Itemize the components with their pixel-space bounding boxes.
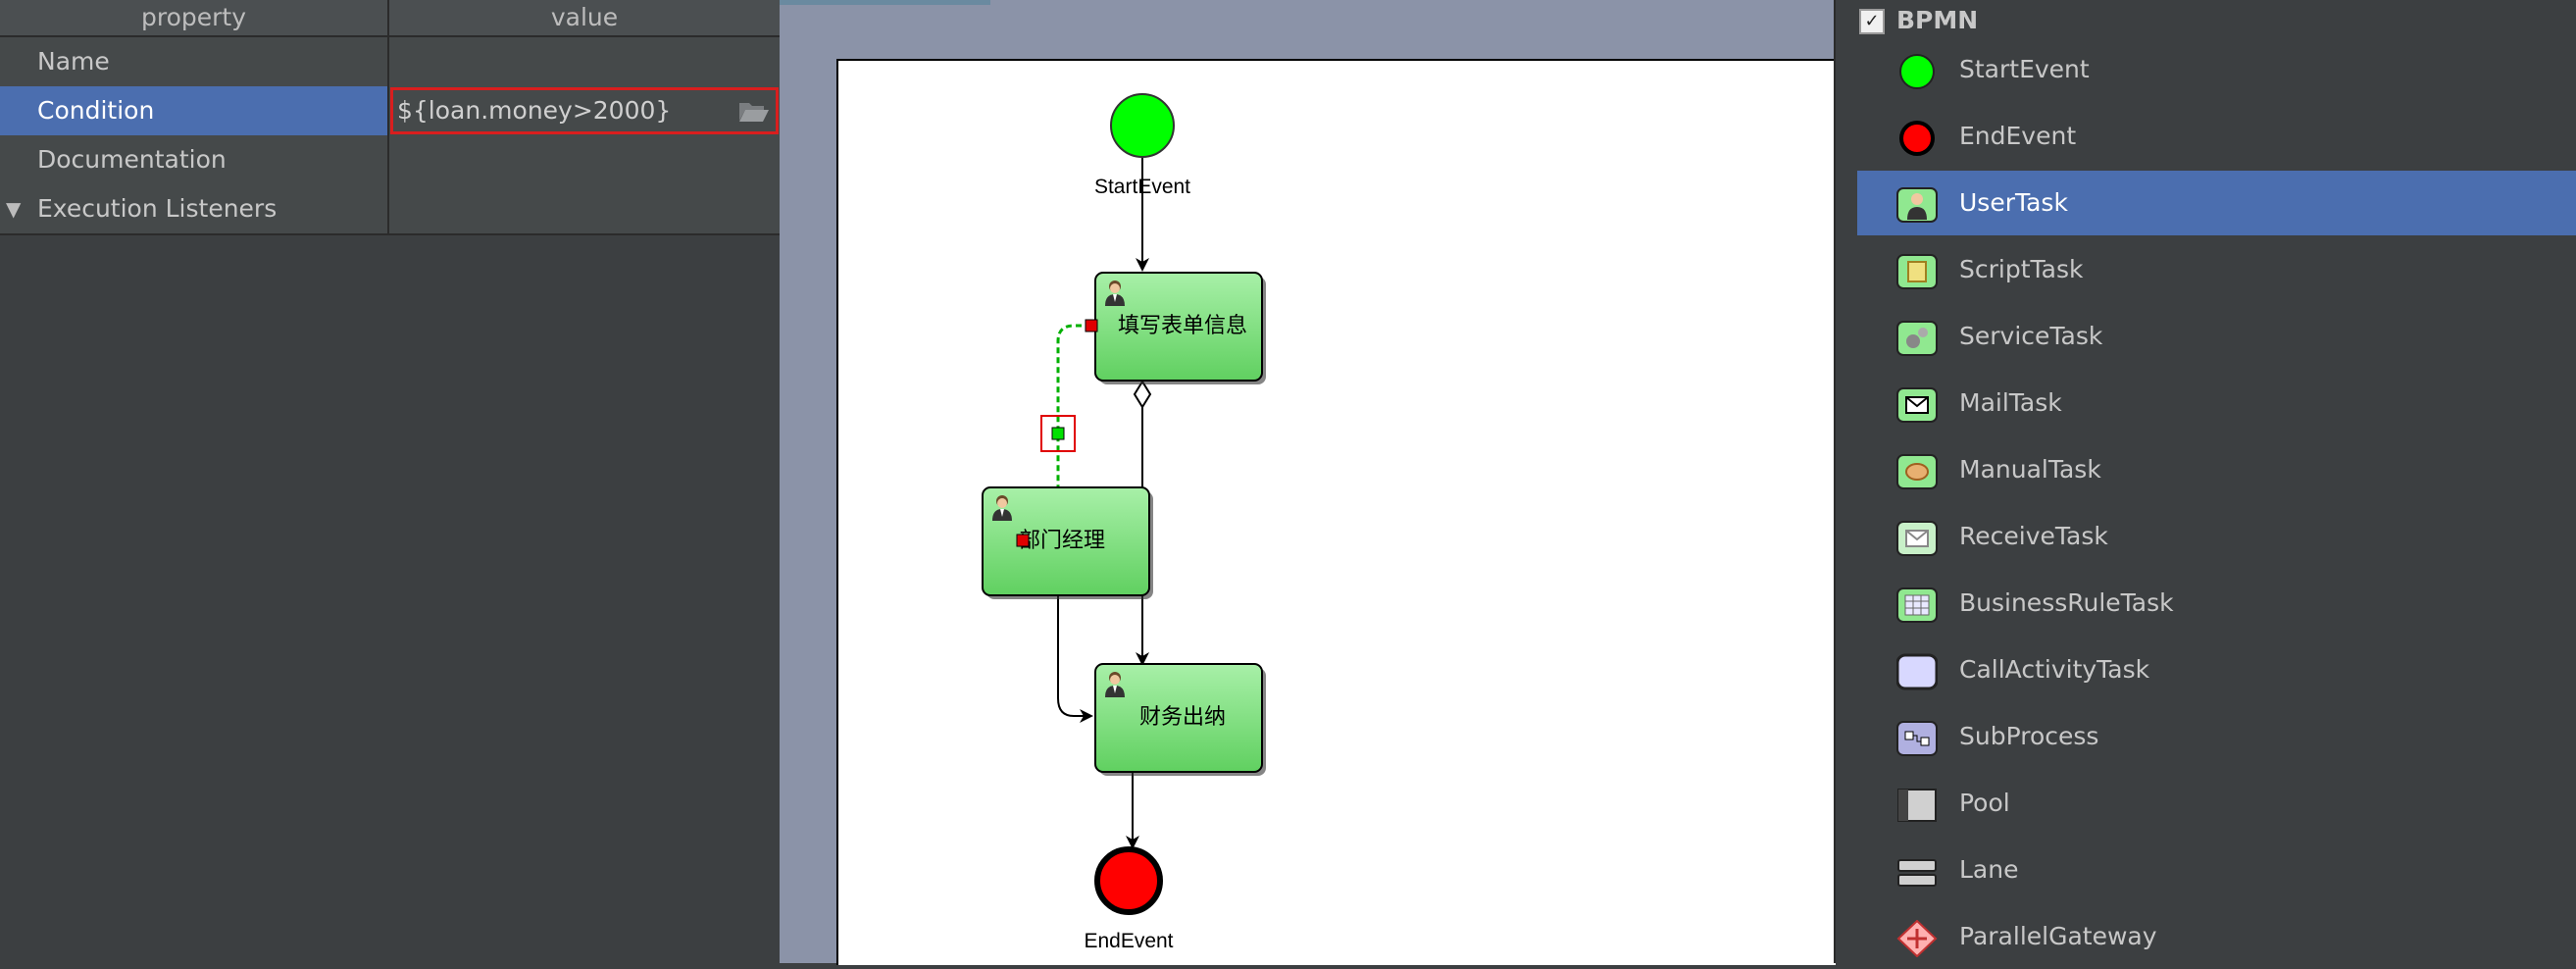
bpmn-diagram[interactable]: StartEvent 填写表单信息 部门经理 财务出纳 — [838, 61, 1836, 965]
bpmn-palette: ✓ BPMN StartEvent EndEvent UserTask Scrip… — [1834, 0, 2576, 963]
properties-header: property value — [0, 0, 780, 37]
user-task-manager[interactable]: 部门经理 — [982, 486, 1153, 599]
receive-task-icon — [1896, 521, 1938, 556]
property-key-label: Execution Listeners — [37, 194, 278, 223]
property-key: Condition — [0, 86, 389, 135]
palette-item-start-event[interactable]: StartEvent — [1857, 37, 2576, 102]
mail-task-icon — [1896, 387, 1938, 423]
palette-item-mail-task[interactable]: MailTask — [1857, 371, 2576, 435]
property-value[interactable] — [389, 37, 780, 86]
subprocess-icon — [1896, 721, 1938, 756]
property-row-condition[interactable]: Condition ${loan.money>2000} — [0, 86, 780, 137]
end-event-label: EndEvent — [1084, 930, 1173, 952]
palette-item-parallel-gateway[interactable]: ParallelGateway — [1857, 904, 2576, 969]
flow-target-handle[interactable] — [1016, 534, 1030, 547]
expand-triangle-icon[interactable]: ▼ — [6, 197, 22, 221]
property-key: Name — [0, 37, 389, 86]
palette-item-end-event[interactable]: EndEvent — [1857, 104, 2576, 169]
property-row-documentation[interactable]: Documentation — [0, 135, 780, 186]
property-key: Documentation — [0, 135, 389, 184]
palette-item-manual-task[interactable]: ManualTask — [1857, 437, 2576, 502]
flow-source-handle[interactable] — [1085, 319, 1098, 332]
palette-item-label: StartEvent — [1959, 55, 2090, 83]
call-activity-icon — [1896, 653, 1938, 690]
palette-item-label: SubProcess — [1959, 722, 2099, 750]
palette-item-label: ParallelGateway — [1959, 922, 2157, 950]
user-task-form[interactable]: 填写表单信息 — [1094, 272, 1266, 384]
flow-midpoint-handle[interactable] — [1051, 427, 1065, 440]
palette-item-label: ScriptTask — [1959, 255, 2084, 283]
palette-item-label: Pool — [1959, 789, 2010, 817]
start-event-icon — [1899, 54, 1935, 89]
palette-item-label: BusinessRuleTask — [1959, 588, 2174, 617]
palette-item-label: ServiceTask — [1959, 322, 2103, 350]
lane-icon — [1897, 859, 1937, 887]
condition-value-field[interactable]: ${loan.money>2000} — [389, 86, 780, 135]
start-event[interactable] — [1110, 93, 1175, 158]
bpmn-checkbox[interactable]: ✓ — [1859, 9, 1885, 34]
properties-panel: property value Name Condition ${loan.mon… — [0, 0, 780, 963]
property-key: ▼ Execution Listeners — [0, 184, 389, 233]
palette-item-label: MailTask — [1959, 388, 2062, 417]
palette-item-receive-task[interactable]: ReceiveTask — [1857, 504, 2576, 569]
parallel-gateway-icon — [1896, 920, 1938, 957]
start-event-label: StartEvent — [1094, 176, 1190, 198]
folder-open-icon[interactable] — [738, 99, 770, 123]
business-rule-task-icon — [1896, 587, 1938, 623]
palette-item-business-rule-task[interactable]: BusinessRuleTask — [1857, 571, 2576, 636]
palette-header[interactable]: ✓ BPMN — [1859, 6, 1978, 35]
canvas-tab-indicator — [780, 0, 990, 5]
palette-item-label: ReceiveTask — [1959, 522, 2108, 550]
script-task-icon — [1896, 254, 1938, 289]
service-task-icon — [1896, 321, 1938, 356]
value-column-header[interactable]: value — [389, 0, 780, 35]
palette-item-label: UserTask — [1959, 188, 2068, 217]
palette-item-user-task[interactable]: UserTask — [1857, 171, 2576, 235]
task-label: 财务出纳 — [1139, 705, 1226, 730]
end-event[interactable] — [1094, 846, 1163, 915]
palette-item-subprocess[interactable]: SubProcess — [1857, 704, 2576, 769]
palette-item-service-task[interactable]: ServiceTask — [1857, 304, 2576, 369]
user-task-icon — [1896, 187, 1938, 223]
property-value[interactable] — [389, 135, 780, 184]
diagram-canvas[interactable]: StartEvent 填写表单信息 部门经理 财务出纳 — [780, 0, 1836, 965]
user-task-finance[interactable]: 财务出纳 — [1094, 663, 1266, 776]
pool-icon — [1897, 789, 1937, 822]
palette-item-script-task[interactable]: ScriptTask — [1857, 237, 2576, 302]
palette-header-label: BPMN — [1896, 6, 1979, 34]
task-label: 部门经理 — [1019, 529, 1105, 553]
end-event-icon — [1899, 121, 1935, 156]
palette-item-call-activity-task[interactable]: CallActivityTask — [1857, 638, 2576, 702]
condition-expression: ${loan.money>2000} — [397, 96, 672, 125]
palette-item-lane[interactable]: Lane — [1857, 838, 2576, 902]
diagram-sheet[interactable]: StartEvent 填写表单信息 部门经理 财务出纳 — [836, 59, 1836, 965]
property-column-header[interactable]: property — [0, 0, 389, 35]
property-row-name[interactable]: Name — [0, 37, 780, 88]
property-value[interactable] — [389, 184, 780, 233]
palette-item-label: Lane — [1959, 855, 2019, 884]
flow-midpoint-highlight — [1040, 415, 1076, 452]
property-row-execution-listeners[interactable]: ▼ Execution Listeners — [0, 184, 780, 235]
manual-task-icon — [1896, 454, 1938, 489]
default-flow-diamond — [1133, 380, 1152, 409]
palette-item-pool[interactable]: Pool — [1857, 771, 2576, 836]
palette-item-label: EndEvent — [1959, 122, 2077, 150]
task-label: 填写表单信息 — [1118, 314, 1247, 338]
palette-item-label: ManualTask — [1959, 455, 2101, 484]
palette-item-label: CallActivityTask — [1959, 655, 2150, 684]
